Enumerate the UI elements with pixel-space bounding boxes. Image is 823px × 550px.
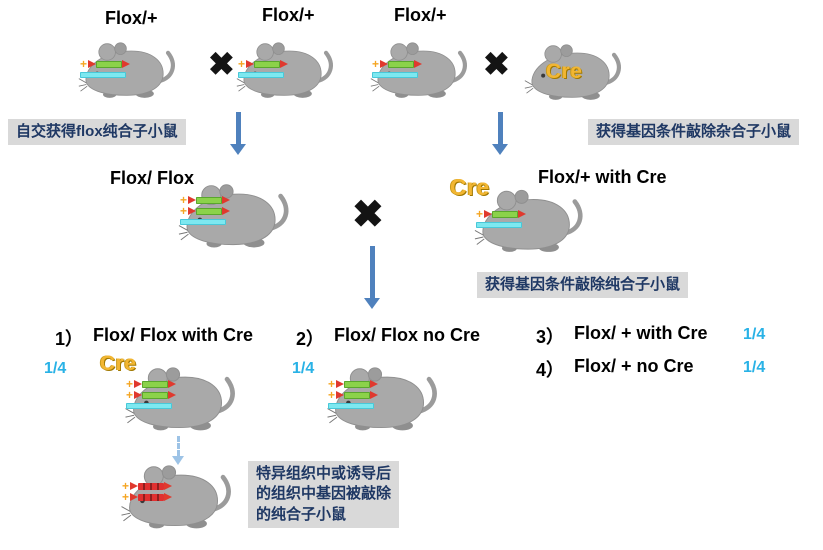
- mouse-offspring-1: ++: [124, 364, 239, 438]
- note-line: 的纯合子小鼠: [256, 505, 347, 523]
- offspring-label-2: 2） Flox/ Flox no Cre: [296, 325, 480, 351]
- note-tissue-knockout: 特异组织中或诱导后 的组织中基因被敲除 的纯合子小鼠: [248, 461, 400, 528]
- offspring-index: 1）: [55, 329, 84, 349]
- allele-construct-icon: ++: [126, 378, 177, 410]
- allele-construct-icon: ++: [122, 480, 173, 503]
- mouse-flox-het-cre: +: [474, 186, 586, 260]
- allele-construct-icon: +: [476, 208, 527, 229]
- mouse-icon: [524, 40, 624, 108]
- offspring-genotype: Flox/ + with Cre: [574, 323, 708, 343]
- note-homo-cko: 获得基因条件敲除纯合子小鼠: [477, 272, 689, 299]
- note-self-cross: 自交获得flox纯合子小鼠: [8, 119, 186, 146]
- cross-icon-1: ✖: [208, 46, 235, 82]
- dashed-down-arrow-icon: [172, 436, 184, 465]
- genotype-label-flox-het-1: Flox/+: [105, 8, 158, 28]
- allele-construct-icon: ++: [328, 378, 379, 410]
- cre-label: Cre: [100, 352, 137, 375]
- genotype-label-flox-homo: Flox/ Flox: [110, 168, 195, 188]
- allele-construct-icon: +: [372, 58, 423, 79]
- cre-label: Cre: [546, 60, 583, 83]
- offspring-label-3: 3） Flox/ + with Cre: [536, 323, 708, 349]
- mouse-cre: Cre: [524, 40, 624, 108]
- ratio-label-4: 1/4: [743, 359, 766, 376]
- mouse-flox-het-2: +: [236, 38, 336, 106]
- genotype-label-flox-het-cre: Flox/+ with Cre: [538, 167, 667, 187]
- mouse-icon: [178, 180, 292, 256]
- cross-icon-2: ✖: [483, 46, 510, 82]
- offspring-index: 4）: [536, 360, 565, 380]
- mouse-icon: [124, 364, 239, 438]
- ratio-label-1: 1/4: [44, 360, 67, 377]
- cre-label: Cre: [450, 174, 490, 200]
- mouse-flox-het-1: +: [78, 38, 178, 106]
- offspring-genotype: Flox/ Flox no Cre: [334, 325, 481, 345]
- ratio-label-3: 1/4: [743, 326, 766, 343]
- note-line: 特异组织中或诱导后: [256, 465, 392, 482]
- allele-construct-icon: +: [80, 58, 131, 79]
- allele-construct-icon: ++: [180, 194, 231, 226]
- ratio-label-2: 1/4: [292, 360, 315, 377]
- down-arrow-icon-1: [230, 112, 246, 155]
- mouse-knockout: ++: [120, 462, 235, 536]
- down-arrow-icon-2: [492, 112, 508, 155]
- offspring-label-4: 4） Flox/ + no Cre: [536, 356, 694, 382]
- note-het-cko: 获得基因条件敲除杂合子小鼠: [588, 119, 800, 146]
- offspring-index: 3）: [536, 327, 565, 347]
- genotype-label-flox-het-2: Flox/+: [262, 5, 315, 25]
- genotype-label-flox-het-3: Flox/+: [394, 5, 447, 25]
- offspring-genotype: Flox/ + no Cre: [574, 356, 694, 376]
- mouse-offspring-2: ++: [326, 364, 441, 438]
- offspring-label-1: 1） Flox/ Flox with Cre: [55, 325, 253, 351]
- allele-construct-icon: +: [238, 58, 289, 79]
- mouse-flox-het-3: +: [370, 38, 470, 106]
- down-arrow-icon-3: [364, 246, 380, 309]
- cross-icon-3: ✖: [352, 194, 384, 236]
- note-line: 的组织中基因被敲除: [256, 485, 392, 503]
- mouse-flox-homo: ++: [178, 180, 292, 256]
- offspring-index: 2）: [296, 329, 325, 349]
- offspring-genotype: Flox/ Flox with Cre: [93, 325, 254, 345]
